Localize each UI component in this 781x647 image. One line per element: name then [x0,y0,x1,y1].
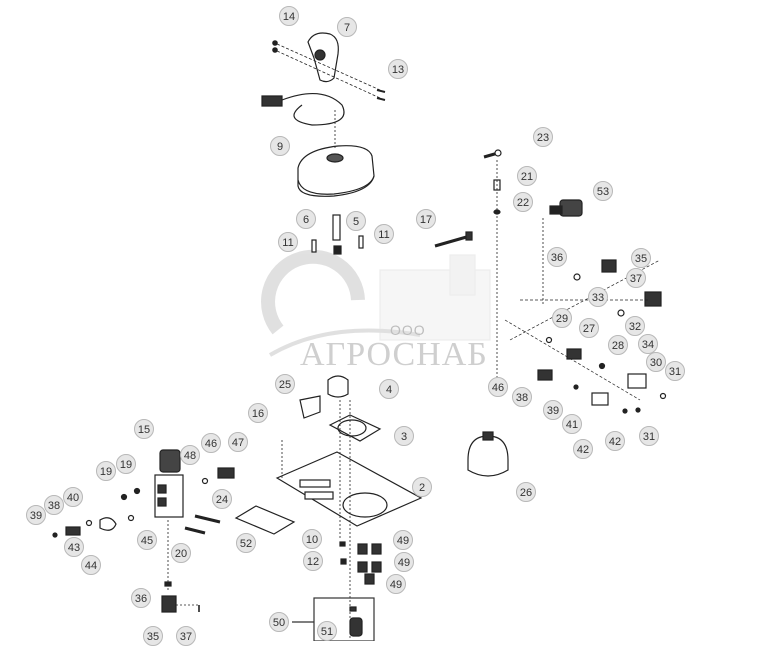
callout-part-39: 39 [26,505,46,525]
callout-part-52: 52 [236,533,256,553]
callout-part-19: 19 [96,461,116,481]
callout-part-47: 47 [228,432,248,452]
callout-part-29: 29 [552,308,572,328]
callout-part-40: 40 [63,487,83,507]
part-2-mounting-plate [275,451,423,527]
part-53-solenoid [549,199,583,217]
callout-part-7: 7 [337,17,357,37]
callout-part-37: 37 [626,268,646,288]
callout-part-51: 51 [317,621,337,641]
callout-part-2: 2 [412,477,432,497]
callout-part-53: 53 [593,181,613,201]
callout-part-13: 13 [388,59,408,79]
callout-part-9: 9 [270,136,290,156]
callout-part-28: 28 [608,335,628,355]
callout-part-39: 39 [543,400,563,420]
callout-part-42: 42 [605,431,625,451]
callout-part-35: 35 [143,626,163,646]
callout-part-6: 6 [296,209,316,229]
callout-part-48: 48 [180,445,200,465]
callout-part-36: 36 [131,588,151,608]
callout-part-34: 34 [638,334,658,354]
watermark-ooo: ООО [390,322,426,338]
callout-part-38: 38 [512,387,532,407]
callout-part-4: 4 [379,379,399,399]
callout-part-46: 46 [488,377,508,397]
callout-part-33: 33 [588,287,608,307]
watermark-brand: АГРОСНАБ [300,336,488,373]
watermark-logo [261,249,491,357]
callout-part-42: 42 [573,439,593,459]
callout-part-15: 15 [134,419,154,439]
callout-part-41: 41 [562,414,582,434]
callout-part-50: 50 [269,612,289,632]
callout-part-20: 20 [171,543,191,563]
callout-part-49: 49 [394,552,414,572]
callout-part-49: 49 [393,530,413,550]
callout-part-19: 19 [116,454,136,474]
callout-part-21: 21 [517,166,537,186]
part-9-boot-cover [297,145,375,197]
callout-part-10: 10 [302,529,322,549]
callout-part-45: 45 [137,530,157,550]
callout-part-5: 5 [346,211,366,231]
callout-part-12: 12 [303,551,323,571]
callout-part-11: 11 [374,224,394,244]
callout-part-3: 3 [394,426,414,446]
callout-part-31: 31 [665,361,685,381]
callout-part-38: 38 [44,495,64,515]
callout-part-36: 36 [547,247,567,267]
part-3-gasket [328,414,382,442]
part-15-valve-block [154,449,184,518]
callout-part-17: 17 [416,209,436,229]
callout-part-24: 24 [212,489,232,509]
callout-part-23: 23 [533,127,553,147]
callout-part-22: 22 [513,192,533,212]
callout-part-44: 44 [81,555,101,575]
callout-part-16: 16 [248,403,268,423]
callout-part-26: 26 [516,482,536,502]
callout-part-37: 37 [176,626,196,646]
callout-part-11: 11 [278,232,298,252]
callout-part-31: 31 [639,426,659,446]
part-7-switch-housing [261,32,345,126]
callout-part-35: 35 [631,248,651,268]
callout-part-14: 14 [279,6,299,26]
callout-part-49: 49 [386,574,406,594]
callout-part-46: 46 [201,433,221,453]
callout-part-27: 27 [579,318,599,338]
callout-part-30: 30 [646,352,666,372]
callout-part-43: 43 [64,537,84,557]
part-26-accumulator [467,431,509,477]
callout-part-32: 32 [625,316,645,336]
callout-part-25: 25 [275,374,295,394]
